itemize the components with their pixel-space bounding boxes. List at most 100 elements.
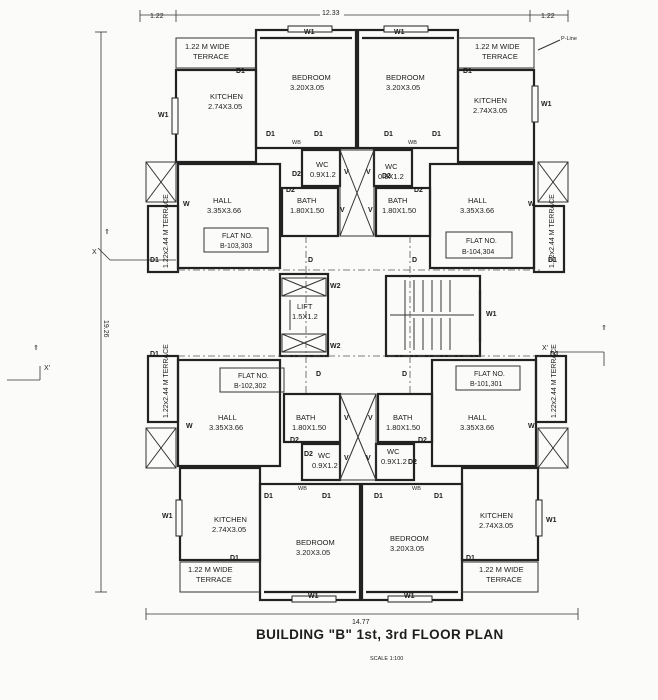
section-x: X ⇑	[92, 228, 176, 261]
hall-tr-size: 3.35X3.66	[460, 206, 494, 215]
hall-tl-size: 3.35X3.66	[207, 206, 241, 215]
svg-text:D2: D2	[290, 437, 299, 444]
svg-text:D1: D1	[150, 257, 159, 264]
svg-text:D1: D1	[384, 131, 393, 138]
flat-br-number: B-101,301	[470, 381, 502, 388]
svg-text:⇑: ⇑	[33, 344, 39, 352]
svg-text:W2: W2	[330, 283, 341, 290]
hall-bl-name: HALL	[218, 413, 237, 422]
flat-br-label: FLAT NO.	[474, 371, 505, 378]
kitchen-tr-name: KITCHEN	[474, 96, 507, 105]
svg-text:W1: W1	[308, 593, 319, 600]
bath-tr-name: BATH	[388, 196, 407, 205]
svg-text:V: V	[368, 415, 373, 422]
bath-br-name: BATH	[393, 413, 412, 422]
dim-left-total: 19.26	[102, 320, 109, 338]
svg-text:W1: W1	[546, 517, 557, 524]
svg-text:W1: W1	[304, 29, 315, 36]
flat-tl-number: B-103,303	[220, 243, 252, 250]
side-terrace-tl: 1.22x2.44 M TERRACE	[163, 194, 170, 268]
bedroom-br-size: 3.20X3.05	[390, 544, 424, 553]
left-dimension: 19.26	[95, 31, 109, 593]
svg-text:D2: D2	[408, 459, 417, 466]
hall-tr-name: HALL	[468, 196, 487, 205]
svg-text:D1: D1	[314, 131, 323, 138]
drawing-scale: SCALE 1:100	[370, 656, 403, 662]
terrace-bl-line2: TERRACE	[196, 575, 232, 584]
wc-tr-size: 0.9X1.2	[378, 172, 404, 181]
bath-br-size: 1.80X1.50	[386, 423, 420, 432]
svg-text:W: W	[528, 201, 535, 208]
svg-text:D: D	[308, 257, 313, 264]
svg-text:⇑: ⇑	[601, 324, 607, 332]
svg-text:D2: D2	[414, 187, 423, 194]
svg-text:W1: W1	[394, 29, 405, 36]
wc-br-size: 0.9X1.2	[381, 457, 407, 466]
dim-bottom-total: 14.77	[352, 619, 370, 626]
flat-tl-label: FLAT NO.	[222, 233, 253, 240]
section-x-prime: X' ⇑ X' ⇑	[7, 324, 607, 381]
svg-text:D1: D1	[550, 351, 559, 358]
bath-bl-size: 1.80X1.50	[292, 423, 326, 432]
svg-text:V: V	[368, 207, 373, 214]
svg-text:D2: D2	[286, 187, 295, 194]
kitchen-tl-size: 2.74X3.05	[208, 102, 242, 111]
flat-tr-number: B-104,304	[462, 249, 494, 256]
bedroom-tl-name: BEDROOM	[292, 73, 331, 82]
svg-text:V: V	[344, 415, 349, 422]
svg-text:X: X	[92, 249, 97, 256]
side-terrace-br: 1.22x2.44 M TERRACE	[551, 344, 558, 418]
terrace-tr-line1: 1.22 M WIDE	[475, 42, 520, 51]
lift-name: LIFT	[297, 302, 313, 311]
side-terrace-tr: 1.22x2.44 M TERRACE	[549, 194, 556, 268]
room-labels: 1.22 M WIDE TERRACE 1.22 M WIDE TERRACE …	[185, 42, 524, 584]
svg-text:D2: D2	[304, 451, 313, 458]
bath-tr-size: 1.80X1.50	[382, 206, 416, 215]
hall-tl-name: HALL	[213, 196, 232, 205]
svg-text:D: D	[402, 371, 407, 378]
svg-text:D1: D1	[548, 257, 557, 264]
bedroom-bl-size: 3.20X3.05	[296, 548, 330, 557]
svg-text:D1: D1	[236, 68, 245, 75]
svg-text:WB: WB	[412, 486, 421, 492]
bedroom-tr-name: BEDROOM	[386, 73, 425, 82]
svg-text:D1: D1	[374, 493, 383, 500]
svg-text:WB: WB	[292, 140, 301, 146]
bedroom-bl-name: BEDROOM	[296, 538, 335, 547]
svg-text:V: V	[366, 169, 371, 176]
p-line-leader	[537, 39, 561, 51]
drawing-title: BUILDING "B" 1st, 3rd FLOOR PLAN	[256, 627, 504, 642]
flat-tr-label: FLAT NO.	[466, 238, 497, 245]
kitchen-tl-name: KITCHEN	[210, 92, 243, 101]
svg-text:D1: D1	[463, 68, 472, 75]
svg-text:WB: WB	[408, 140, 417, 146]
opening-marks: W1 W1 W1 W1 D1 D1 D1 D1 D1 D1 D2 D2 D2 D…	[150, 29, 559, 600]
svg-text:X': X'	[44, 365, 50, 372]
bath-bl-name: BATH	[296, 413, 315, 422]
hall-br-size: 3.35X3.66	[460, 423, 494, 432]
side-terrace-bl: 1.22x2.44 M TERRACE	[163, 344, 170, 418]
svg-text:D1: D1	[432, 131, 441, 138]
flat-bl-label: FLAT NO.	[238, 373, 269, 380]
bottom-dimension: 14.77	[145, 608, 579, 626]
svg-text:V: V	[344, 455, 349, 462]
svg-text:V: V	[366, 455, 371, 462]
dim-top-left: 1.22	[150, 13, 164, 20]
bedroom-br-name: BEDROOM	[390, 534, 429, 543]
svg-text:W1: W1	[158, 112, 169, 119]
svg-text:⇑: ⇑	[104, 228, 110, 236]
svg-text:D2: D2	[292, 171, 301, 178]
terrace-br-line1: 1.22 M WIDE	[479, 565, 524, 574]
svg-text:D1: D1	[150, 351, 159, 358]
terrace-tr-line2: TERRACE	[482, 52, 518, 61]
svg-text:D1: D1	[264, 493, 273, 500]
hall-br-name: HALL	[468, 413, 487, 422]
svg-text:D1: D1	[230, 555, 239, 562]
dim-top-total: 12.33	[322, 10, 340, 17]
wc-bl-name: WC	[318, 451, 331, 460]
flat-number-boxes: FLAT NO. B-103,303 FLAT NO. B-104,304 FL…	[203, 227, 521, 393]
svg-text:D1: D1	[434, 493, 443, 500]
terrace-tl-line1: 1.22 M WIDE	[185, 42, 230, 51]
kitchen-bl-name: KITCHEN	[214, 515, 247, 524]
